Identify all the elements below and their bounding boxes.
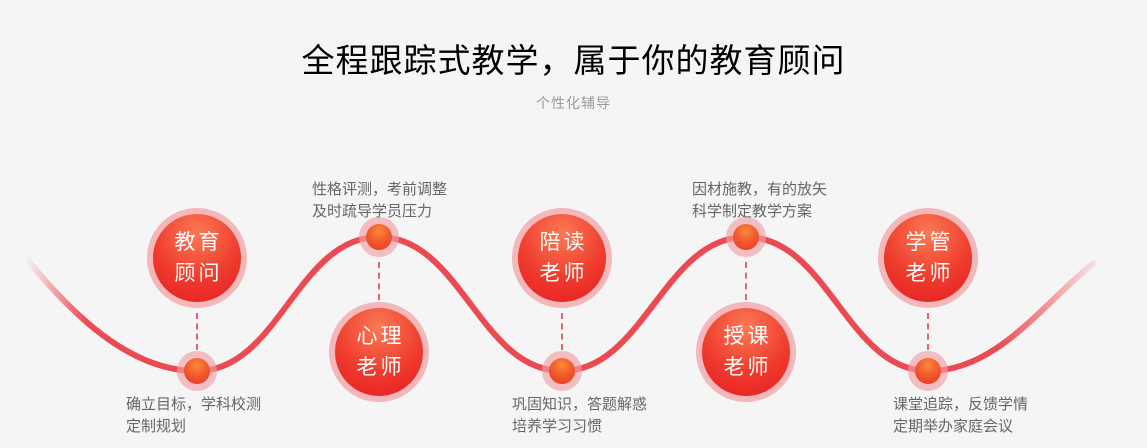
role-label-line2: 老师 (723, 356, 772, 379)
connector-dashed-line (561, 313, 563, 350)
wave-node-dot (908, 351, 948, 391)
role-badge-circle: 陪读 老师 (518, 214, 606, 302)
role-badge-circle: 授课 老师 (702, 308, 790, 396)
role-label-line1: 心理 (356, 325, 405, 348)
role-description-line2: 科学制定教学方案 (692, 203, 813, 220)
role-description-line1: 课堂追踪，反馈学情 (893, 396, 1029, 413)
role-label-line2: 老师 (356, 356, 405, 379)
role-badge-psychology-teacher: 心理 老师 (329, 302, 429, 402)
role-badge-circle: 学管 老师 (884, 214, 972, 302)
wave-node-dot (726, 217, 766, 257)
role-label-line1: 授课 (723, 325, 772, 348)
role-label-line1: 陪读 (539, 231, 588, 254)
role-description: 巩固知识，答题解惑 培养学习习惯 (512, 394, 647, 438)
role-description-line2: 定期举办家庭会议 (893, 418, 1014, 435)
role-badge-lecturing-teacher: 授课 老师 (696, 302, 796, 402)
role-label-line2: 老师 (539, 262, 588, 285)
role-description-line1: 巩固知识，答题解惑 (512, 396, 648, 413)
dot-icon (915, 358, 941, 384)
role-label-line2: 顾问 (174, 262, 223, 285)
role-badge-circle: 教育 顾问 (153, 214, 241, 302)
connector-dashed-line (196, 313, 198, 350)
role-description: 课堂追踪，反馈学情 定期举办家庭会议 (893, 394, 1028, 438)
section-subtitle: 个性化辅导 (536, 95, 611, 111)
dot-icon (549, 358, 575, 384)
role-description: 性格评测，考前调整 及时疏导学员压力 (312, 179, 447, 223)
dot-icon (184, 358, 210, 384)
connector-dashed-line (745, 262, 747, 300)
role-label-line2: 老师 (905, 262, 954, 285)
role-badge-education-consultant: 教育 顾问 (147, 208, 247, 308)
role-badge-learning-manager: 学管 老师 (878, 208, 978, 308)
connector-dashed-line (927, 313, 929, 350)
dot-icon (733, 224, 759, 250)
dot-icon (366, 224, 392, 250)
role-description-line2: 培养学习习惯 (512, 418, 603, 435)
section-title: 全程跟踪式教学，属于你的教育顾问 (301, 42, 846, 79)
role-description: 因材施教，有的放矢 科学制定教学方案 (692, 179, 827, 223)
role-label-line1: 学管 (905, 231, 954, 254)
role-description: 确立目标，学科校测 定制规划 (126, 394, 261, 438)
wave-node-dot (177, 351, 217, 391)
wave-node-dot (542, 351, 582, 391)
role-label-line1: 教育 (174, 231, 223, 254)
wave-node-dot (359, 217, 399, 257)
role-description-line2: 及时疏导学员压力 (312, 203, 433, 220)
role-badge-accompanying-teacher: 陪读 老师 (512, 208, 612, 308)
connector-dashed-line (378, 262, 380, 300)
role-badge-circle: 心理 老师 (335, 308, 423, 396)
role-description-line1: 性格评测，考前调整 (312, 181, 448, 198)
role-description-line2: 定制规划 (126, 418, 187, 435)
role-description-line1: 确立目标，学科校测 (126, 396, 262, 413)
role-description-line1: 因材施教，有的放矢 (692, 181, 828, 198)
